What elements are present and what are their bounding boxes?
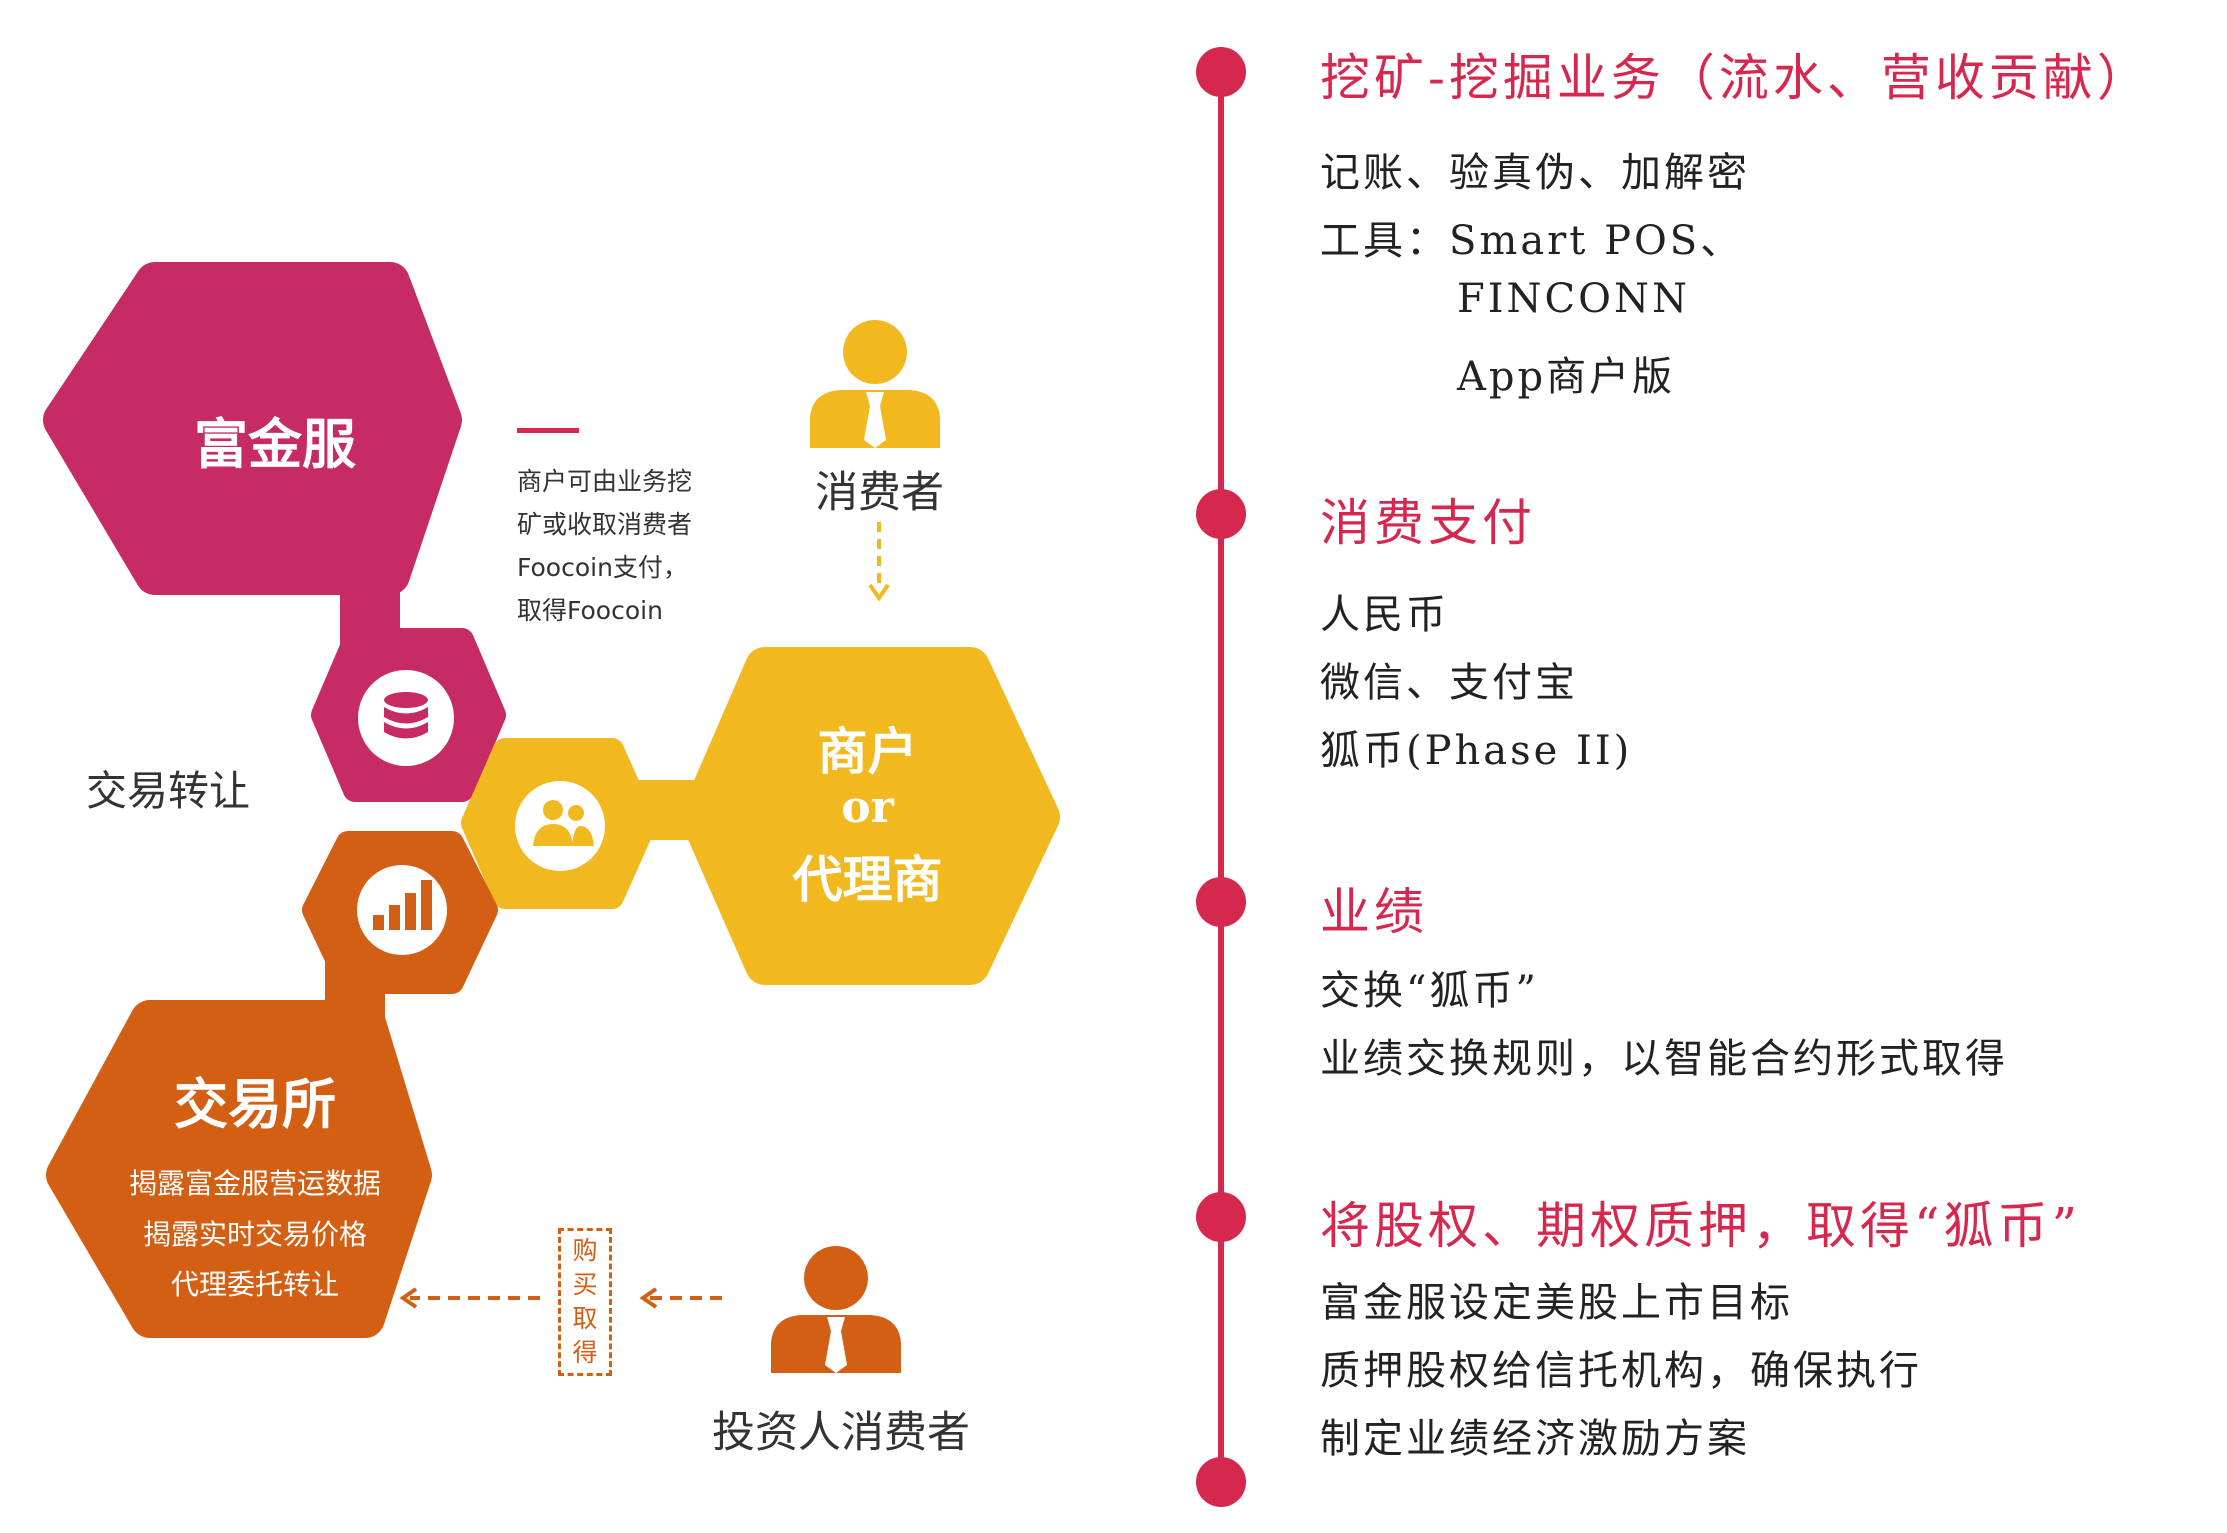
bar-chart-icon [373,880,432,930]
timeline-line-text: App商户版 [1457,354,1676,400]
hex-merchant [680,647,1060,985]
timeline-dot [1196,1457,1246,1507]
timeline-line-text: 质押股权给信托机构，确保执行 [1320,1348,1922,1394]
timeline-dot [1196,1192,1246,1242]
investor-label: 投资人消费者 [712,1408,970,1458]
investor-arrowhead [639,1287,658,1309]
timeline-title-performance: 业绩 [1320,883,1428,941]
consumer-arrowhead [868,583,890,602]
timeline-line-text: 人民币 [1320,592,1449,638]
timeline-line-text: 业绩交换规则，以智能合约形式取得 [1320,1036,2008,1082]
consumer-label: 消费者 [815,468,944,518]
hex-merchant-label-1: 商户 [817,722,918,781]
note-line: 商户可由业务挖 [517,467,693,496]
buy-box: 购 买 取 得 [558,1228,612,1376]
buy-char: 买 [572,1270,598,1299]
timeline-line-text: FINCONN [1457,276,1690,322]
bar-chart-icon-circle [357,865,447,955]
note-line: 矿或收取消费者 [517,510,693,539]
hex-exchange-title: 交易所 [174,1072,336,1136]
hex-merchant-label-3: 代理商 [792,850,943,909]
hex-fujinfu [43,262,462,595]
timeline-line-text: 微信、支付宝 [1320,660,1578,706]
timeline-line-text: 富金服设定美股上市目标 [1320,1280,1793,1326]
database-icon [384,692,428,739]
users-icon [533,800,594,846]
timeline-line-text: 交换“狐币” [1320,968,1539,1014]
timeline-title-mining: 挖矿-挖掘业务（流水、营收贡献） [1320,49,2151,107]
buy-arrowhead [399,1287,418,1309]
timeline-dot [1196,47,1246,97]
hex-fujinfu-label: 富金服 [194,412,356,476]
timeline-line [1218,72,1224,1482]
timeline-title-pledge: 将股权、期权质押，取得“狐币” [1320,1197,2082,1255]
hex-exchange-line: 揭露富金服营运数据 [128,1167,381,1200]
hex-exchange-line: 揭露实时交易价格 [142,1218,367,1251]
timeline-title-payment: 消费支付 [1320,494,1536,552]
hex-merchant-label-2: or [841,782,894,833]
timeline-line-text: 记账、验真伪、加解密 [1320,150,1750,196]
buy-char: 取 [572,1304,598,1333]
timeline-dot [1196,489,1246,539]
timeline-line-text: 工具：Smart POS、 [1320,218,1744,264]
hex-exchange [46,1000,432,1338]
timeline-line-text: 制定业绩经济激励方案 [1320,1416,1750,1462]
buy-char: 得 [572,1338,598,1367]
note-accent-line [517,428,579,433]
buy-char: 购 [572,1236,598,1265]
note-line: 取得Foocoin [517,596,663,625]
hex-exchange-line: 代理委托转让 [170,1268,339,1301]
timeline-dot [1196,877,1246,927]
trade-transfer-label: 交易转让 [86,767,250,815]
person-icon [810,320,940,448]
note-line: Foocoin支付， [517,553,688,582]
timeline-line-text: 狐币(Phase II) [1320,728,1633,774]
person-icon [771,1246,901,1373]
